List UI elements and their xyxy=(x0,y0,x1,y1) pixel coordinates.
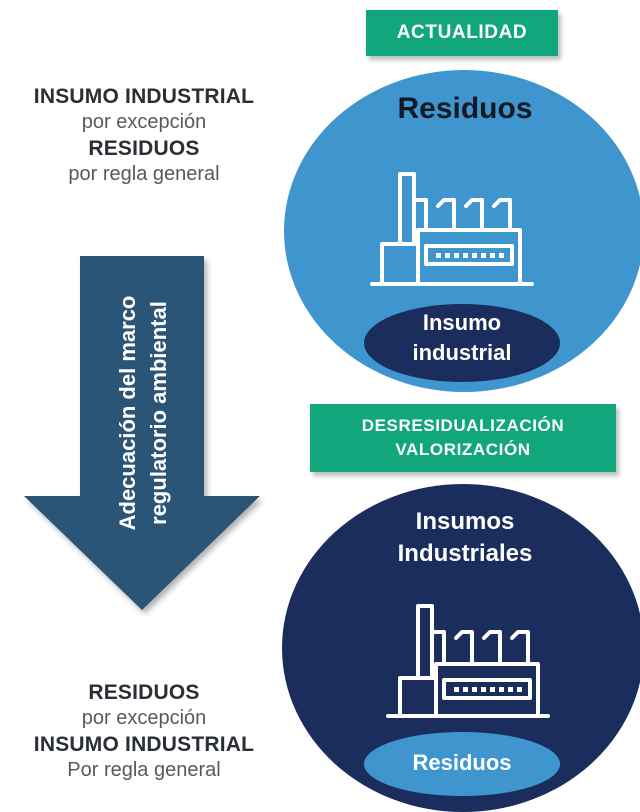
current-badge: ACTUALIDAD xyxy=(366,10,558,56)
current-rule-line4: por regla general xyxy=(68,163,220,186)
future-circle-title: Insumos Industriales xyxy=(340,506,590,570)
transition-badge-line2: VALORIZACIÓN xyxy=(395,440,531,459)
transition-badge: DESRESIDUALIZACIÓN VALORIZACIÓN xyxy=(310,404,616,472)
arrow-label-line2: regulatorio ambiental xyxy=(146,301,171,525)
future-rule-line4: Por regla general xyxy=(67,759,221,782)
arrow-label: Adecuación del marco regulatorio ambient… xyxy=(112,253,176,573)
future-rule-line2: por excepción xyxy=(81,707,207,730)
down-arrow-shape xyxy=(24,256,260,610)
transition-badge-line1: DESRESIDUALIZACIÓN xyxy=(361,416,565,435)
future-rule-line1: RESIDUOS xyxy=(88,681,200,704)
current-circle-pill xyxy=(364,304,560,382)
factory-icon xyxy=(370,172,534,286)
current-pill-line1: Insumo xyxy=(422,310,502,335)
current-badge-label: ACTUALIDAD xyxy=(396,22,528,43)
current-pill-text: Insumo industrial xyxy=(364,308,560,368)
current-circle-title: Residuos xyxy=(397,92,533,125)
future-pill-label: Residuos xyxy=(412,750,512,775)
future-title-line2: Industriales xyxy=(397,540,533,567)
down-arrow xyxy=(24,256,260,610)
future-title-line1: Insumos xyxy=(415,508,515,535)
current-rule-line1: INSUMO INDUSTRIAL xyxy=(33,85,255,108)
future-rule-line3: INSUMO INDUSTRIAL xyxy=(33,732,255,756)
current-rule-line2: por excepción xyxy=(81,111,207,134)
future-circle-pill xyxy=(364,732,560,796)
arrow-label-line1: Adecuación del marco xyxy=(115,295,140,531)
current-pill-line2: industrial xyxy=(412,340,512,365)
factory-icon xyxy=(386,604,550,718)
future-rule-text: RESIDUOS por excepción INSUMO INDUSTRIAL… xyxy=(0,680,288,783)
current-rule-line3: RESIDUOS xyxy=(88,136,200,160)
current-rule-text: INSUMO INDUSTRIAL por excepción RESIDUOS… xyxy=(0,84,288,187)
